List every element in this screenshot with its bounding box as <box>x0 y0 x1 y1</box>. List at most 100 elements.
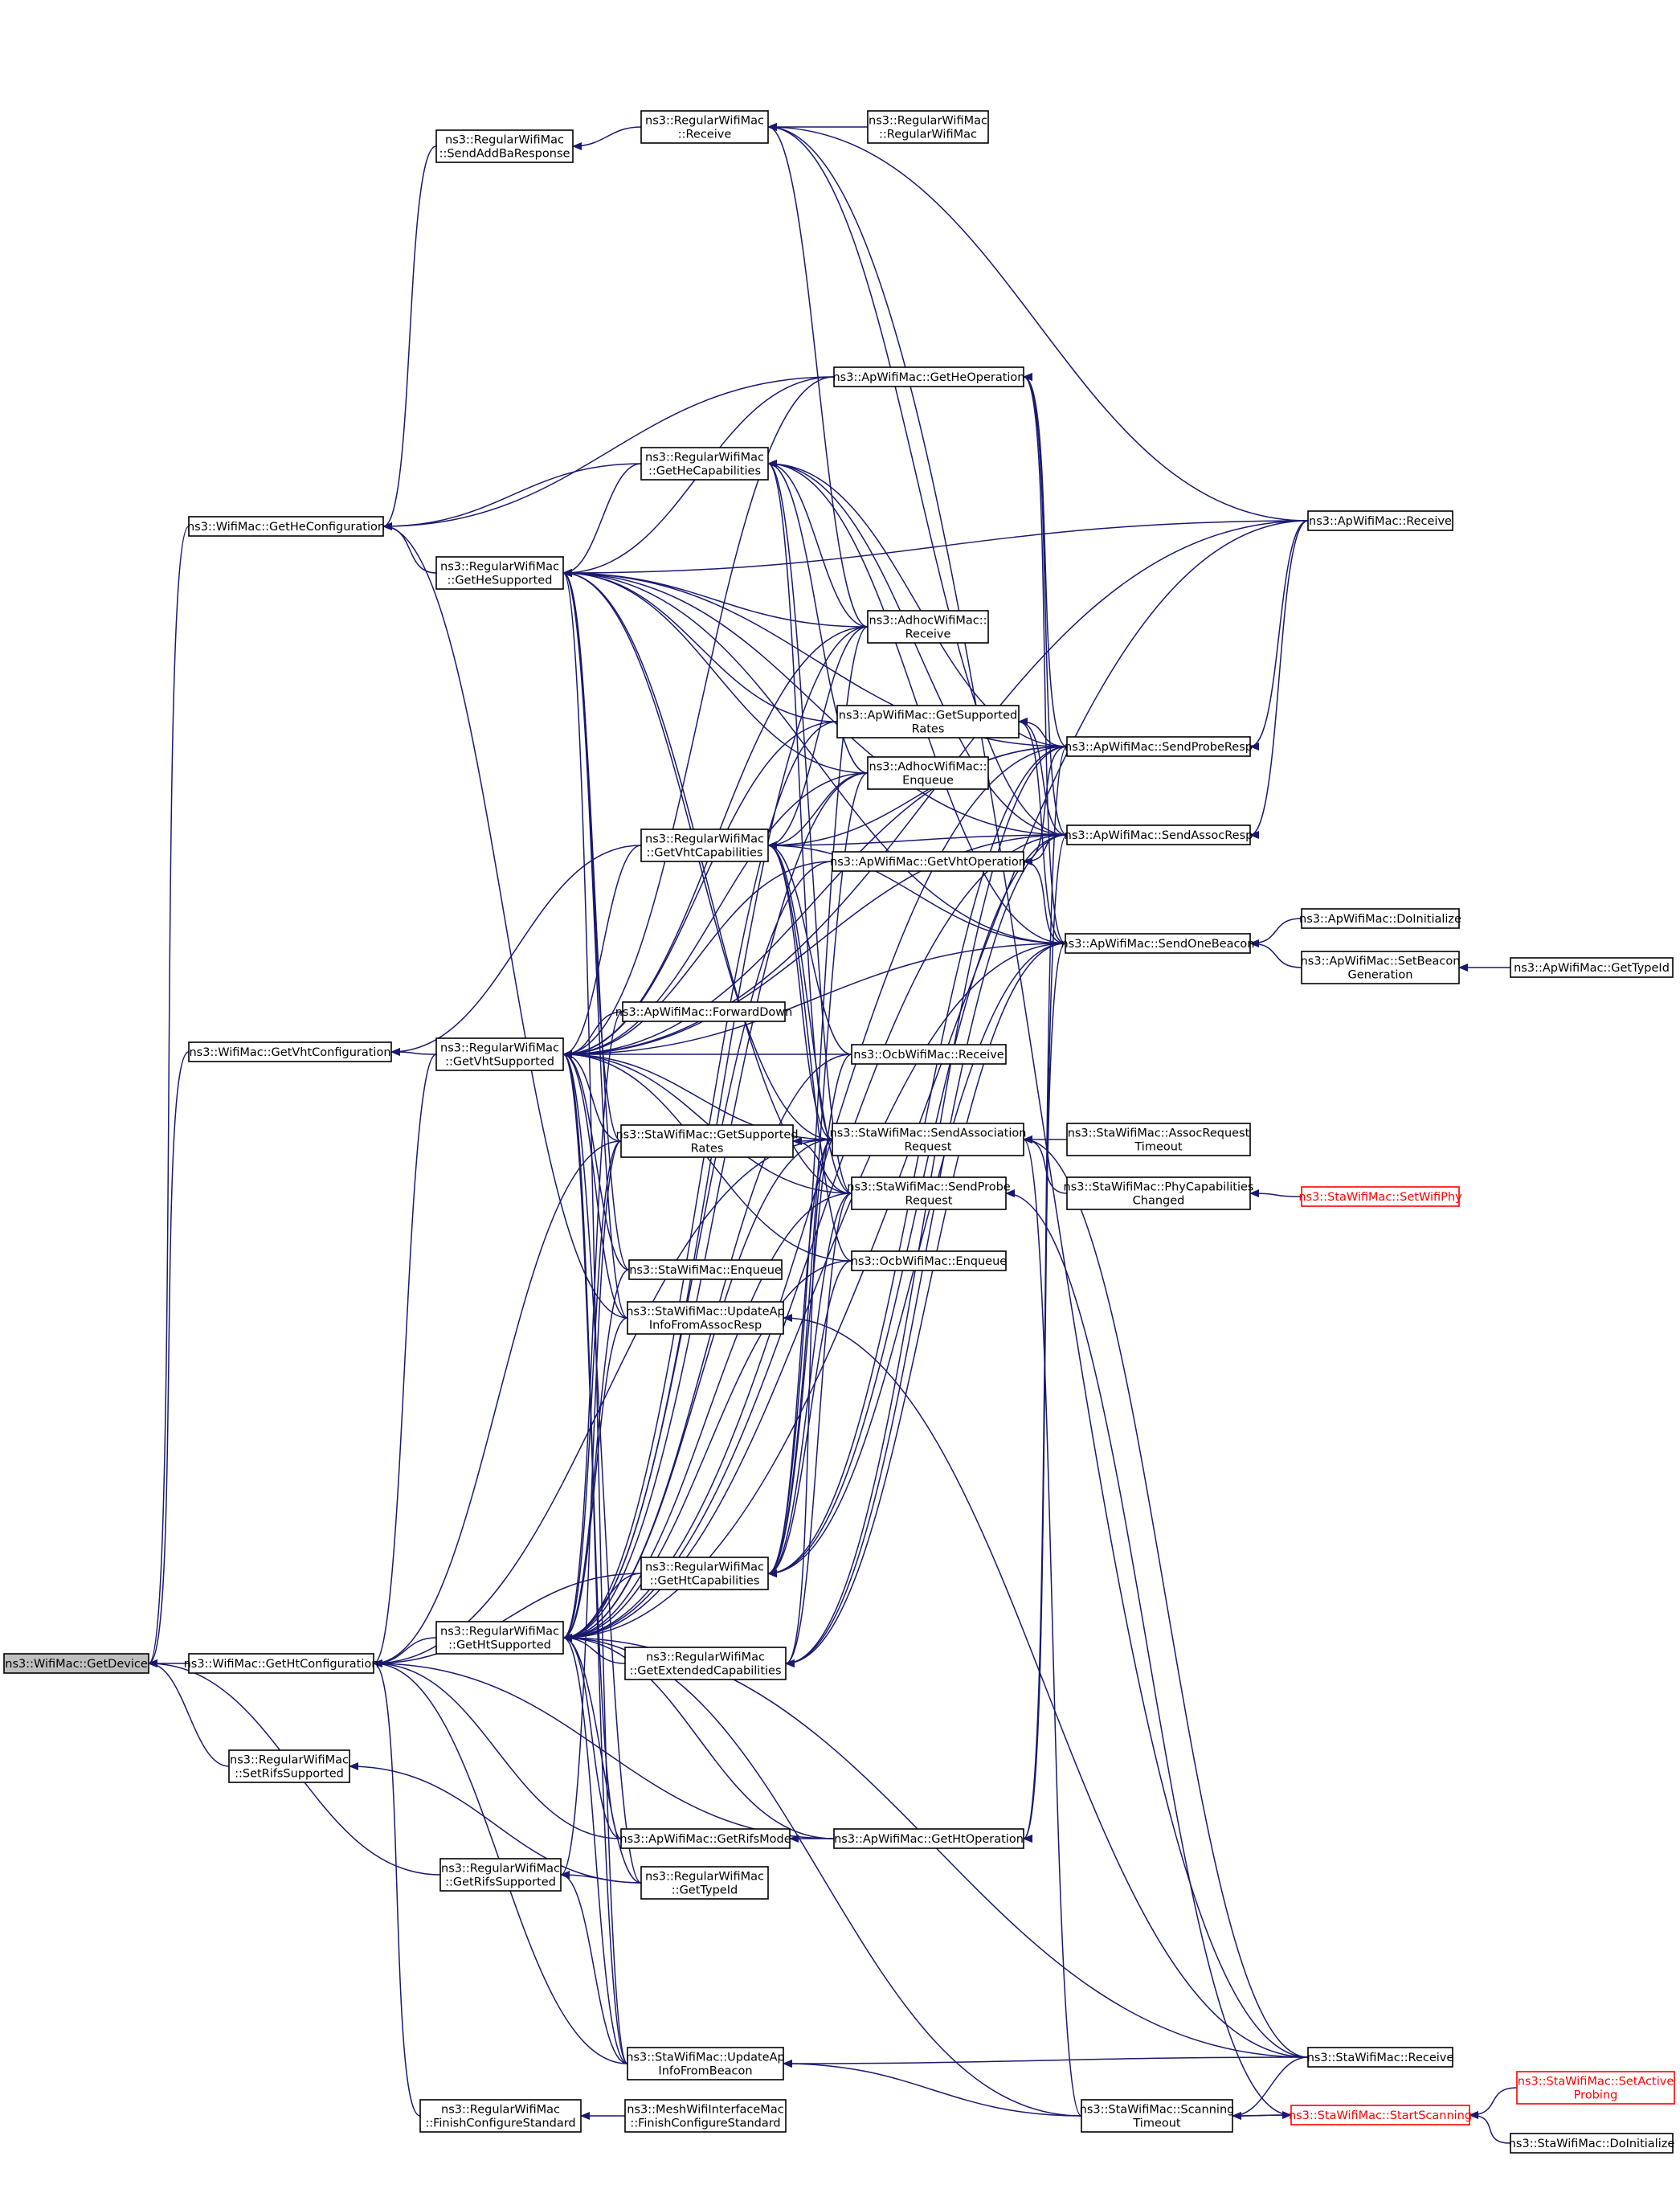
edge-getHtCapabilities-sendProbeResp <box>767 746 1068 1577</box>
edge-getHeSupported-getHeCapabilities <box>562 463 642 577</box>
node-label: InfoFromBeacon <box>658 2065 752 2078</box>
node-label: Rates <box>691 1143 724 1156</box>
node-box <box>1301 908 1460 929</box>
node-ap-get-ht-operation[interactable]: ns3::ApWifiMac::GetHtOperation <box>833 1828 1024 1849</box>
node-label: ns3::StaWifiMac::GetSupported <box>615 1129 798 1142</box>
node-get-he-capabilities[interactable]: ns3::RegularWifiMac::GetHeCapabilities <box>640 447 769 481</box>
edge-phyCapabilitiesChanged-setWifiPhy <box>1249 1189 1302 1198</box>
node-get-rifs-supported[interactable]: ns3::RegularWifiMac::GetRifsSupported <box>439 1858 562 1892</box>
node-send-add-ba-response[interactable]: ns3::RegularWifiMac::SendAddBaResponse <box>435 129 574 163</box>
node-label: ns3::ApWifiMac::SendAssocResp <box>1065 829 1253 842</box>
node-box <box>1065 933 1251 954</box>
node-label: ::RegularWifiMac <box>879 129 977 141</box>
node-adhoc-enqueue[interactable]: ns3::AdhocWifiMac::Enqueue <box>867 756 989 790</box>
node-box <box>833 1828 1024 1849</box>
node-send-probe-resp[interactable]: ns3::ApWifiMac::SendProbeResp <box>1065 736 1253 757</box>
node-box <box>867 610 989 644</box>
node-label: ns3::MeshWifiInterfaceMac <box>627 2104 783 2117</box>
edge-getHtConfiguration-apGetRifsMode <box>373 1659 622 1839</box>
node-label: ns3::ApWifiMac::SetBeacon <box>1301 955 1461 968</box>
node-get-extended-capabilities[interactable]: ns3::RegularWifiMac::GetExtendedCapabili… <box>624 1647 787 1680</box>
node-label: ns3::RegularWifiMac <box>645 452 764 464</box>
edge-sendProbeResp-apReceive <box>1249 520 1309 751</box>
node-box <box>836 705 1020 739</box>
node-get-he-supported[interactable]: ns3::RegularWifiMac::GetHeSupported <box>435 556 564 590</box>
node-set-rifs-supported[interactable]: ns3::RegularWifiMac::SetRifsSupported <box>228 1749 350 1783</box>
node-sta-receive[interactable]: ns3::StaWifiMac::Receive <box>1307 2047 1454 2068</box>
edge-getHtSupported-sendOneBeacon <box>562 943 1066 1642</box>
node-send-one-beacon[interactable]: ns3::ApWifiMac::SendOneBeacon <box>1061 933 1255 954</box>
node-ap-get-type-id[interactable]: ns3::ApWifiMac::GetTypeId <box>1510 957 1674 978</box>
edge-sendAssocResp-apReceive <box>1249 520 1309 839</box>
node-ap-get-rifs-mode[interactable]: ns3::ApWifiMac::GetRifsMode <box>619 1828 791 1849</box>
node-reg-receive[interactable]: ns3::RegularWifiMac::Receive <box>640 110 769 144</box>
edge-getHtSupported-apGetRifsMode <box>562 1634 622 1839</box>
edge-getHeSupported-apReceive <box>562 520 1309 577</box>
node-box <box>640 110 769 144</box>
node-start-scanning[interactable]: ns3::StaWifiMac::StartScanning <box>1289 2105 1472 2125</box>
node-get-ht-supported[interactable]: ns3::RegularWifiMac::GetHtSupported <box>435 1621 564 1655</box>
edge-getHtCapabilities-sendAssociationRequest <box>767 1139 833 1577</box>
node-label: ns3::WifiMac::GetHtConfiguration <box>184 1658 379 1671</box>
node-label: ns3::StaWifiMac::SetWifiPhy <box>1298 1191 1462 1204</box>
edge-updateApInfoFromAssocResp-staReceive <box>783 1314 1309 2058</box>
edge-getHtSupported-updateApInfoFromAssocResp <box>562 1317 628 1642</box>
node-get-device[interactable]: ns3::WifiMac::GetDevice <box>3 1653 149 1674</box>
node-sta-do-initialize[interactable]: ns3::StaWifiMac::DoInitialize <box>1509 2133 1675 2154</box>
node-set-wifi-phy[interactable]: ns3::StaWifiMac::SetWifiPhy <box>1298 1186 1462 1207</box>
node-ap-do-initialize[interactable]: ns3::ApWifiMac::DoInitialize <box>1299 908 1461 929</box>
node-get-vht-configuration[interactable]: ns3::WifiMac::GetVhtConfiguration <box>188 1041 392 1062</box>
node-ap-get-he-operation[interactable]: ns3::ApWifiMac::GetHeOperation <box>832 366 1025 387</box>
node-box <box>640 1557 769 1590</box>
node-get-he-configuration[interactable]: ns3::WifiMac::GetHeConfiguration <box>187 516 385 537</box>
edge-getVhtCapabilities-sendProbeRequest <box>767 841 852 1194</box>
node-regular-wifi-mac-ctor[interactable]: ns3::RegularWifiMac::RegularWifiMac <box>867 110 989 144</box>
edge-sendAddBaResponse-regReceive <box>572 126 642 150</box>
node-label: ns3::RegularWifiMac <box>440 561 559 574</box>
node-get-vht-supported[interactable]: ns3::RegularWifiMac::GetVhtSupported <box>435 1037 564 1071</box>
node-get-ht-configuration[interactable]: ns3::WifiMac::GetHtConfiguration <box>184 1653 379 1674</box>
node-box <box>1066 1176 1251 1210</box>
node-sta-enqueue[interactable]: ns3::StaWifiMac::Enqueue <box>628 1259 783 1280</box>
node-ap-forward-down[interactable]: ns3::ApWifiMac::ForwardDown <box>615 1001 793 1022</box>
node-label: ::GetHtCapabilities <box>650 1575 760 1588</box>
node-label: ns3::ApWifiMac::GetSupported <box>839 710 1017 722</box>
edge-getHtSupported-sendProbeRequest <box>562 1193 852 1642</box>
node-reg-get-type-id[interactable]: ns3::RegularWifiMac::GetTypeId <box>640 1866 769 1900</box>
edge-getHeCapabilities-sendAssocResp <box>767 460 1068 836</box>
node-box <box>435 129 574 163</box>
edge-startScanning-staDoInitialize <box>1469 2111 1511 2144</box>
edge-getHtSupported-regGetTypeId <box>562 1634 642 1884</box>
node-get-ht-capabilities[interactable]: ns3::RegularWifiMac::GetHtCapabilities <box>640 1557 769 1590</box>
node-update-ap-info-from-assoc-resp[interactable]: ns3::StaWifiMac::UpdateApInfoFromAssocRe… <box>626 1301 785 1335</box>
edge-updateApInfoFromBeacon-staReceive <box>783 2056 1309 2068</box>
node-adhoc-receive[interactable]: ns3::AdhocWifiMac::Receive <box>867 610 989 644</box>
node-get-vht-capabilities[interactable]: ns3::RegularWifiMac::GetVhtCapabilities <box>640 829 769 862</box>
node-box <box>1066 824 1251 845</box>
edge-regReceive-staReceive <box>767 123 1309 2058</box>
node-ocb-receive[interactable]: ns3::OcbWifiMac::Receive <box>851 1044 1007 1065</box>
node-reg-finish-configure-standard[interactable]: ns3::RegularWifiMac::FinishConfigureStan… <box>419 2099 582 2133</box>
node-label: Request <box>905 1195 953 1208</box>
node-ocb-enqueue[interactable]: ns3::OcbWifiMac::Enqueue <box>851 1250 1008 1271</box>
node-box <box>867 110 989 144</box>
edge-getRifsSupported-updateApInfoFromBeacon <box>560 1871 628 2064</box>
node-label: ::GetVhtSupported <box>445 1056 554 1069</box>
node-mesh-finish-configure-standard[interactable]: ns3::MeshWifiInterfaceMac::FinishConfigu… <box>624 2099 787 2133</box>
edge-getHeSupported-adhocEnqueue <box>562 569 869 774</box>
node-ap-get-vht-operation[interactable]: ns3::ApWifiMac::GetVhtOperation <box>830 851 1026 872</box>
node-ap-receive[interactable]: ns3::ApWifiMac::Receive <box>1307 510 1453 531</box>
node-box <box>851 1250 1007 1271</box>
edge-getVhtCapabilities-sendAssocResp <box>767 834 1068 849</box>
node-send-assoc-resp[interactable]: ns3::ApWifiMac::SendAssocResp <box>1065 824 1253 845</box>
